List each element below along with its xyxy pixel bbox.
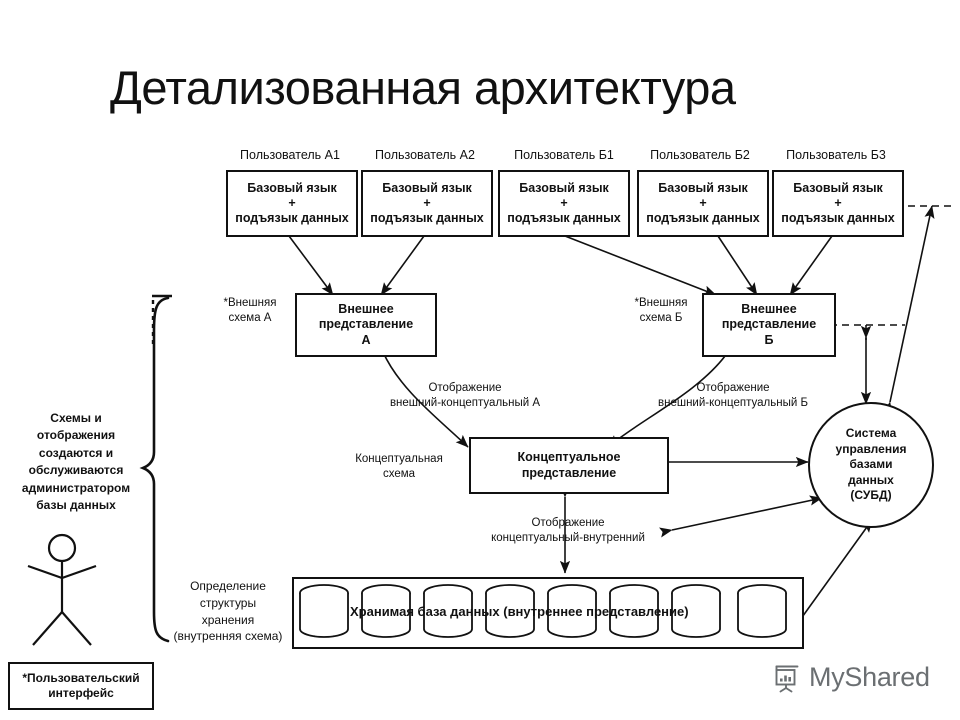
mapping-external-conceptual-b-label: Отображение внешний-концептуальный Б — [622, 381, 844, 411]
user-box-b3-line2: + — [834, 195, 842, 210]
user-box-b2-line1: Базовый язык — [658, 180, 748, 195]
user-box-a2[interactable]: Базовый язык + подъязык данных — [361, 170, 493, 237]
mapping-ext-conc-a-line2: внешний-концептуальный А — [389, 396, 541, 409]
mapping-ext-conc-b-line1: Отображение — [696, 382, 770, 394]
external-view-a-box[interactable]: Внешнее представление А — [295, 293, 437, 357]
external-view-b-line2: представление — [721, 317, 817, 332]
page-title: Детализованная архитектура — [110, 61, 736, 114]
external-schema-b-label-line1: *Внешняя — [634, 297, 688, 309]
external-schema-a-label-line2: схема А — [228, 311, 272, 324]
dbms-line2: управления — [835, 441, 907, 456]
stored-database-box[interactable] — [292, 577, 804, 649]
admin-note-line3: создаются и — [38, 445, 114, 460]
presentation-chart-icon — [775, 665, 799, 692]
conceptual-view-line1: Концептуальное — [517, 450, 621, 465]
user-box-a2-line1: Базовый язык — [382, 180, 472, 195]
internal-schema-line1: Определение — [190, 579, 266, 593]
user-box-b3-line3: подъязык данных — [781, 211, 895, 226]
legend-user-interface[interactable]: *Пользовательский интерфейс — [8, 662, 154, 710]
user-box-b1-line3: подъязык данных — [507, 211, 621, 226]
mapping-conc-int-line1: Отображение — [531, 517, 605, 529]
user-caption-a1: Пользователь А1 — [240, 148, 340, 162]
mapping-conceptual-internal-label: Отображение концептуальный-внутренний — [452, 516, 684, 546]
user-caption-a2: Пользователь А2 — [375, 148, 475, 162]
dbms-line5: (СУБД) — [850, 488, 892, 503]
user-box-a1-line1: Базовый язык — [247, 180, 337, 195]
user-box-b1-line1: Базовый язык — [519, 180, 609, 195]
mapping-conc-int-line2: концептуальный-внутренний — [491, 531, 645, 544]
user-caption-b1: Пользователь Б1 — [514, 148, 614, 162]
admin-note-line5: администратором — [21, 480, 131, 495]
internal-schema-line2: структуры — [199, 595, 257, 610]
admin-note: Схемы и отображения создаются и обслужив… — [6, 410, 146, 514]
user-box-b3[interactable]: Базовый язык + подъязык данных — [772, 170, 904, 237]
internal-schema-line3: хранения — [201, 612, 255, 627]
stored-database-label: Хранимая база данных (внутреннее предста… — [350, 604, 689, 619]
user-box-b2[interactable]: Базовый язык + подъязык данных — [637, 170, 769, 237]
user-stick-figure — [27, 533, 97, 646]
user-caption-b3: Пользователь Б3 — [786, 148, 886, 162]
admin-note-line4: обслуживаются — [28, 463, 124, 478]
external-view-b-line1: Внешнее — [741, 302, 797, 317]
external-schema-a-label-line1: *Внешняя — [223, 297, 277, 309]
watermark-text: MyShared — [809, 662, 930, 692]
dbms-line3: базами — [849, 457, 893, 472]
cylinder-row — [299, 584, 787, 638]
conceptual-view-box[interactable]: Концептуальное представление — [469, 437, 669, 494]
conceptual-view-line2: представление — [521, 465, 617, 480]
external-view-b-box[interactable]: Внешнее представление Б — [702, 293, 836, 357]
internal-schema-label: Определение структуры хранения (внутренн… — [165, 578, 291, 645]
dbms-line1: Система — [845, 426, 897, 441]
external-view-a-line1: Внешнее — [338, 302, 394, 317]
dbms-circle[interactable]: Система управления базами данных (СУБД) — [808, 402, 934, 528]
watermark: MyShared — [772, 662, 930, 693]
mapping-external-conceptual-a-label: Отображение внешний-концептуальный А — [355, 381, 575, 411]
external-schema-b-label-line2: схема Б — [639, 311, 683, 324]
admin-note-line2: отображения — [36, 428, 116, 443]
user-box-a1-line3: подъязык данных — [235, 211, 349, 226]
user-caption-b2: Пользователь Б2 — [650, 148, 750, 162]
user-box-a2-line3: подъязык данных — [370, 211, 484, 226]
internal-schema-line4: (внутренняя схема) — [173, 629, 283, 644]
conceptual-schema-label: Концептуальная схема — [335, 452, 463, 482]
external-view-a-line2: представление — [318, 317, 414, 332]
mapping-ext-conc-b-line2: внешний-концептуальный Б — [658, 396, 808, 409]
user-box-b3-line1: Базовый язык — [793, 180, 883, 195]
admin-note-line6: базы данных — [36, 497, 116, 512]
legend-line2: интерфейс — [48, 686, 114, 700]
user-box-b2-line2: + — [699, 195, 707, 210]
user-box-b2-line3: подъязык данных — [646, 211, 760, 226]
user-box-a1[interactable]: Базовый язык + подъязык данных — [226, 170, 358, 237]
external-view-a-line3: А — [361, 332, 371, 347]
external-schema-b-label: *Внешняя схема Б — [617, 296, 705, 326]
mapping-ext-conc-a-line1: Отображение — [428, 382, 502, 394]
dbms-line4: данных — [848, 472, 894, 487]
legend-line1: *Пользовательский — [22, 671, 140, 685]
user-box-b1[interactable]: Базовый язык + подъязык данных — [498, 170, 630, 237]
external-view-b-line3: Б — [764, 332, 774, 347]
user-box-a1-line2: + — [288, 195, 296, 210]
user-box-a2-line2: + — [423, 195, 431, 210]
external-schema-a-label: *Внешняя схема А — [206, 296, 294, 326]
user-box-b1-line2: + — [560, 195, 568, 210]
conceptual-schema-label-line2: схема — [382, 467, 416, 480]
conceptual-schema-label-line1: Концептуальная — [355, 453, 443, 465]
admin-note-line1: Схемы и — [50, 411, 102, 425]
